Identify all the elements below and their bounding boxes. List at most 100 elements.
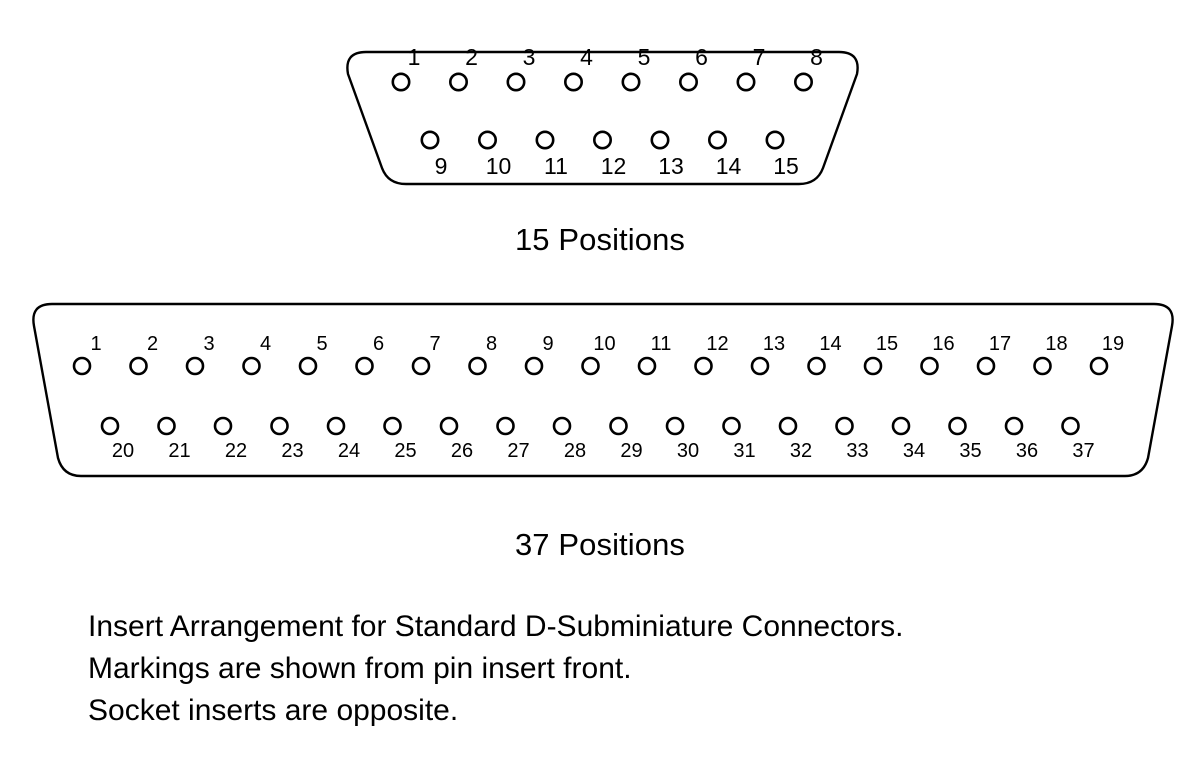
pin-number-13: 13	[658, 153, 684, 179]
pin-number-30: 30	[677, 440, 699, 462]
pin-hole-31[interactable]	[722, 416, 741, 436]
pin-hole-2[interactable]	[449, 72, 469, 92]
pin-number-2: 2	[465, 44, 478, 70]
pin-hole-10[interactable]	[581, 356, 600, 376]
pin-number-1: 1	[408, 44, 421, 70]
pin-hole-35[interactable]	[948, 416, 967, 436]
pin-hole-9[interactable]	[524, 356, 544, 376]
pin-number-23: 23	[281, 440, 303, 462]
pin-number-21: 21	[168, 440, 190, 462]
pin-hole-5[interactable]	[621, 72, 641, 92]
pin-hole-4[interactable]	[242, 356, 261, 376]
pin-number-1: 1	[90, 333, 101, 355]
pin-number-31: 31	[733, 440, 755, 462]
pin-hole-20[interactable]	[100, 416, 120, 436]
pin-number-18: 18	[1045, 333, 1067, 355]
pin-number-14: 14	[716, 153, 742, 179]
pin-hole-15[interactable]	[863, 356, 883, 376]
pin-hole-9[interactable]	[420, 130, 440, 150]
pin-hole-10[interactable]	[478, 130, 498, 150]
pin-hole-3[interactable]	[185, 356, 205, 376]
pin-number-10: 10	[486, 153, 512, 179]
pin-number-12: 12	[706, 333, 728, 355]
pin-number-33: 33	[846, 440, 868, 462]
caption-37-positions: 37 Positions	[514, 527, 686, 562]
pin-number-27: 27	[507, 440, 529, 462]
caption-15-positions: 15 Positions	[514, 222, 686, 257]
pin-hole-1[interactable]	[72, 356, 92, 376]
pin-hole-12[interactable]	[694, 356, 713, 376]
note-line-2: Markings are shown from pin insert front…	[88, 652, 632, 685]
pin-hole-36[interactable]	[1004, 416, 1024, 436]
pin-hole-32[interactable]	[778, 416, 798, 436]
pin-hole-8[interactable]	[468, 356, 487, 376]
pin-number-32: 32	[790, 440, 812, 462]
pin-hole-30[interactable]	[665, 416, 685, 436]
pin-hole-4[interactable]	[564, 72, 584, 92]
pin-hole-14[interactable]	[707, 130, 727, 150]
pin-hole-13[interactable]	[650, 130, 670, 150]
pin-hole-3[interactable]	[506, 72, 526, 92]
pin-number-5: 5	[316, 333, 327, 355]
pin-hole-28[interactable]	[552, 416, 572, 436]
pin-hole-8[interactable]	[793, 72, 813, 92]
pin-number-4: 4	[580, 44, 593, 70]
pin-hole-11[interactable]	[535, 130, 555, 150]
pin-hole-21[interactable]	[157, 416, 176, 436]
pin-hole-27[interactable]	[496, 416, 515, 436]
pin-hole-34[interactable]	[891, 416, 911, 436]
pin-hole-22[interactable]	[213, 416, 233, 436]
pin-number-4: 4	[260, 333, 271, 355]
pin-hole-12[interactable]	[592, 130, 612, 150]
pin-number-3: 3	[523, 44, 536, 70]
pin-number-29: 29	[620, 440, 642, 462]
pin-number-8: 8	[486, 333, 497, 355]
pin-number-36: 36	[1016, 440, 1038, 462]
pin-hole-17[interactable]	[976, 356, 996, 376]
pin-hole-29[interactable]	[609, 416, 628, 436]
pin-hole-6[interactable]	[678, 72, 698, 92]
pin-hole-37[interactable]	[1061, 416, 1080, 436]
pin-hole-15[interactable]	[765, 130, 785, 150]
pin-number-11: 11	[651, 333, 672, 355]
pin-hole-24[interactable]	[326, 416, 346, 436]
pin-number-6: 6	[695, 44, 708, 70]
pin-hole-16[interactable]	[920, 356, 939, 376]
pin-number-15: 15	[876, 333, 898, 355]
pin-number-22: 22	[225, 440, 247, 462]
pin-number-19: 19	[1102, 333, 1124, 355]
pin-hole-23[interactable]	[270, 416, 289, 436]
pin-number-5: 5	[638, 44, 651, 70]
pin-hole-11[interactable]	[637, 356, 657, 376]
pin-number-37: 37	[1072, 440, 1094, 462]
pin-hole-5[interactable]	[298, 356, 318, 376]
pin-number-10: 10	[593, 333, 615, 355]
pin-hole-7[interactable]	[411, 356, 431, 376]
pin-hole-6[interactable]	[355, 356, 374, 376]
pin-number-20: 20	[112, 440, 134, 462]
pin-hole-14[interactable]	[807, 356, 826, 376]
pin-number-34: 34	[903, 440, 925, 462]
pin-hole-19[interactable]	[1089, 356, 1109, 376]
pin-hole-33[interactable]	[835, 416, 854, 436]
pin-hole-26[interactable]	[439, 416, 459, 436]
pin-hole-18[interactable]	[1033, 356, 1052, 376]
pin-hole-1[interactable]	[391, 72, 411, 92]
pin-number-6: 6	[373, 333, 384, 355]
pin-number-13: 13	[763, 333, 785, 355]
pin-number-12: 12	[601, 153, 627, 179]
pin-hole-25[interactable]	[383, 416, 402, 436]
note-line-1: Insert Arrangement for Standard D-Submin…	[88, 610, 904, 643]
pin-hole-13[interactable]	[750, 356, 770, 376]
pin-number-15: 15	[773, 153, 799, 179]
pin-hole-2[interactable]	[129, 356, 148, 376]
pin-hole-7[interactable]	[736, 72, 756, 92]
